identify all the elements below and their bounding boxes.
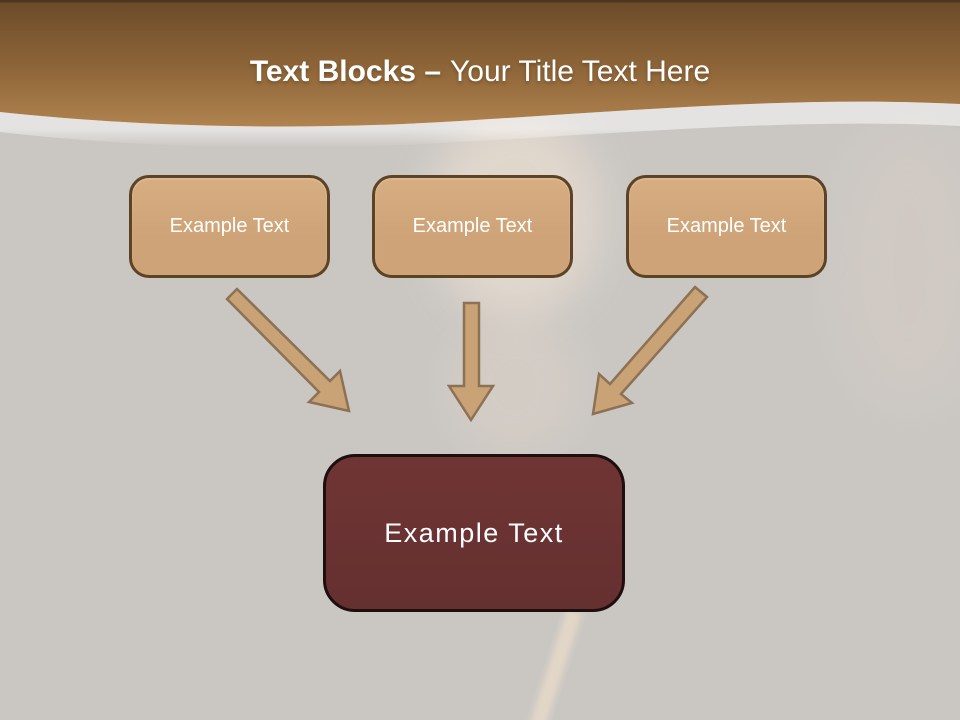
example-block-1: Example Text xyxy=(129,175,330,278)
example-block-3-label: Example Text xyxy=(666,215,787,237)
target-block-label: Example Text xyxy=(384,517,564,548)
header-top-edge xyxy=(0,0,960,3)
header-wave-shape xyxy=(0,0,960,127)
slide-title: Text Blocks – Your Title Text Here xyxy=(0,54,960,90)
target-block: Example Text xyxy=(323,454,625,612)
arrow-down-left-icon xyxy=(591,285,709,416)
arrow-down-right-icon xyxy=(225,287,351,413)
example-block-2: Example Text xyxy=(372,175,573,278)
header-wave-highlight xyxy=(0,101,960,148)
header-band xyxy=(0,0,960,148)
example-block-2-label: Example Text xyxy=(412,215,533,237)
example-block-1-label: Example Text xyxy=(169,215,290,237)
slide-title-keyword: Text Blocks – xyxy=(249,55,442,88)
example-block-3: Example Text xyxy=(626,175,827,278)
slide-title-subtitle: Your Title Text Here xyxy=(450,55,711,88)
arrow-down-icon xyxy=(446,301,496,423)
